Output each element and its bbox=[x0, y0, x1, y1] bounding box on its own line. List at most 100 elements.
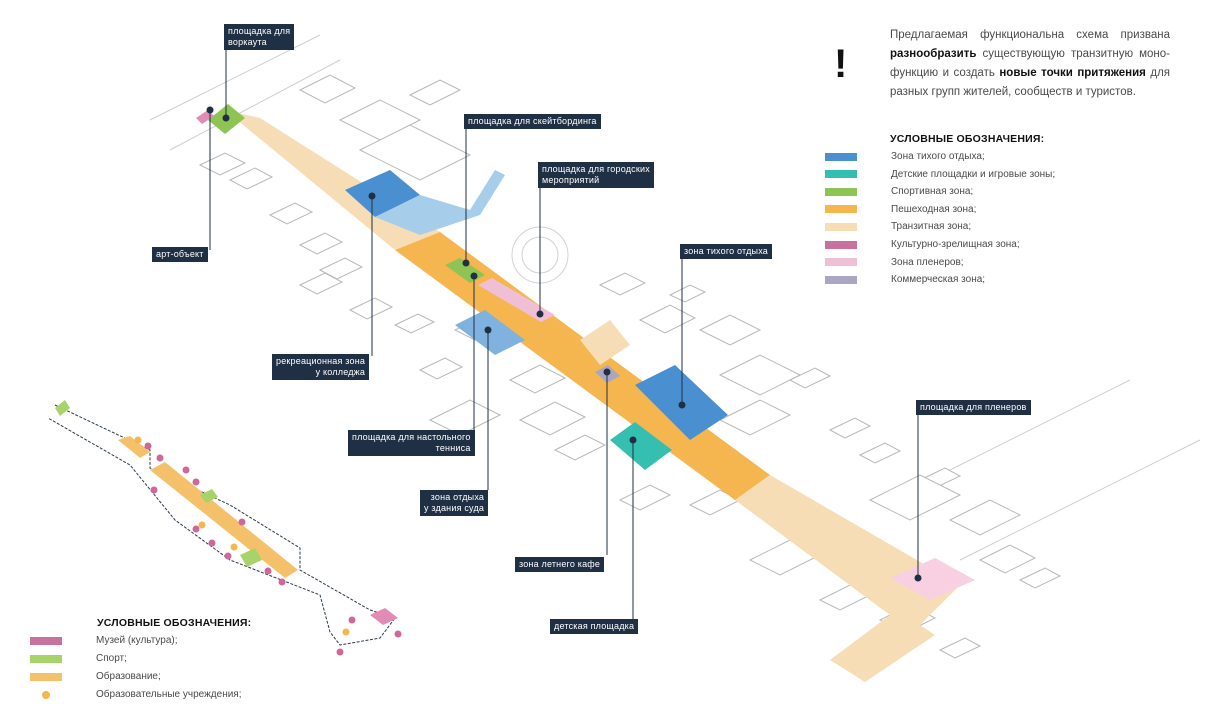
legend-item: Зона тихого отдыха; bbox=[825, 148, 985, 165]
legend-label: Образование; bbox=[96, 671, 161, 682]
legend-swatch bbox=[825, 275, 857, 284]
street-line bbox=[169, 59, 341, 151]
legend-swatch bbox=[30, 636, 62, 645]
building bbox=[668, 284, 707, 303]
legend-item: Спортивная зона; bbox=[825, 183, 973, 200]
plein-zone-south bbox=[890, 558, 975, 600]
legend-label: Образовательные учреждения; bbox=[96, 689, 242, 700]
legend-swatch bbox=[825, 170, 857, 179]
building bbox=[858, 442, 902, 464]
legend-title-zones: УСЛОВНЫЕ ОБОЗНАЧЕНИЯ: bbox=[890, 133, 1045, 145]
building bbox=[298, 272, 344, 295]
legend-item: Коммерческая зона; bbox=[825, 271, 985, 288]
legend-label: Культурно-зрелищная зона; bbox=[891, 239, 1020, 250]
legend-swatch bbox=[825, 240, 857, 249]
building bbox=[1018, 567, 1062, 589]
street-line bbox=[929, 379, 1131, 481]
building bbox=[788, 367, 832, 389]
building bbox=[508, 364, 567, 394]
overview-museum-block bbox=[370, 608, 398, 625]
transit-spur bbox=[580, 320, 630, 365]
building bbox=[518, 401, 587, 436]
main-corridor bbox=[196, 104, 975, 682]
legend-item: Спорт; bbox=[30, 650, 127, 667]
legend-item: Музей (культура); bbox=[30, 632, 178, 649]
overview-museum-dots bbox=[144, 442, 402, 656]
legend-label: Музей (культура); bbox=[96, 635, 178, 646]
kids-zone bbox=[610, 422, 672, 470]
legend-label: Транзитная зона; bbox=[891, 221, 972, 233]
quiet-zone-ribbon bbox=[375, 170, 505, 235]
callout-skateboarding: площадка для скейтбординга bbox=[464, 114, 601, 129]
plein-zone-events bbox=[478, 278, 555, 322]
legend-item: Образовательные учреждения; bbox=[30, 686, 242, 703]
building bbox=[298, 232, 344, 255]
legend-label: Зона тихого отдыха; bbox=[891, 151, 985, 162]
legend-dot bbox=[42, 690, 50, 699]
callout-table-tennis: площадка для настольного тенниса bbox=[348, 430, 475, 456]
callout-playground: детская площадка bbox=[550, 619, 639, 634]
intro-paragraph: Предлагаемая функциональна схема призван… bbox=[890, 29, 1171, 98]
legend-swatch bbox=[30, 654, 62, 663]
callout-recreation-college: рекреационная зона у колледжа bbox=[272, 354, 370, 380]
building bbox=[828, 417, 872, 439]
callout-art-object: арт-объект bbox=[152, 247, 208, 262]
quiet-zone-college bbox=[345, 170, 420, 217]
building bbox=[268, 202, 314, 225]
building bbox=[618, 484, 672, 511]
legend-swatch bbox=[825, 258, 857, 267]
legend-swatch bbox=[825, 187, 857, 196]
building bbox=[598, 272, 647, 296]
transit-zone-south bbox=[735, 475, 960, 682]
building bbox=[938, 637, 982, 659]
legend-swatch bbox=[30, 672, 62, 681]
building bbox=[718, 399, 792, 436]
context-buildings bbox=[149, 34, 1201, 659]
legend-label: Коммерческая зона; bbox=[891, 274, 986, 286]
building bbox=[638, 304, 697, 334]
building bbox=[698, 314, 762, 346]
legend-item: Культурно-зрелищная зона; bbox=[825, 236, 1020, 253]
legend-label: Спортивная зона; bbox=[891, 186, 974, 198]
building bbox=[393, 313, 436, 334]
building bbox=[408, 79, 462, 106]
legend-label: Пешеходная зона; bbox=[891, 203, 977, 215]
leader-lines bbox=[206, 45, 922, 620]
building bbox=[868, 474, 962, 521]
callout-city-events: площадка для городских мероприятий bbox=[538, 162, 654, 188]
overview-sport-block bbox=[55, 400, 70, 416]
building bbox=[228, 167, 274, 190]
legend-swatch bbox=[825, 205, 857, 214]
legend-title-overview: УСЛОВНЫЕ ОБОЗНАЧЕНИЯ: bbox=[97, 617, 252, 629]
building bbox=[298, 74, 357, 104]
callout-quiet-rest: зона тихого отдыха bbox=[680, 244, 773, 259]
legend-item: Зона пленеров; bbox=[825, 254, 964, 271]
legend-label: Детские площадки и игровые зоны; bbox=[891, 168, 1056, 180]
legend-item: Детские площадки и игровые зоны; bbox=[825, 166, 1055, 183]
building bbox=[358, 124, 472, 181]
overview-education-dots bbox=[134, 436, 350, 636]
building bbox=[348, 297, 394, 320]
building bbox=[553, 434, 607, 461]
legend-item: Образование; bbox=[30, 668, 161, 685]
overview-sport-block bbox=[240, 548, 262, 567]
street-line bbox=[959, 439, 1201, 561]
pedestrian-zone bbox=[395, 232, 770, 500]
building bbox=[978, 544, 1037, 574]
callout-summer-cafe: зона летнего кафе bbox=[515, 557, 605, 572]
legend-item: Пешеходная зона; bbox=[825, 201, 976, 218]
overview-route-map bbox=[47, 400, 402, 656]
legend-swatch bbox=[825, 152, 857, 161]
callout-court-rest: зона отдыха у здания суда bbox=[420, 490, 489, 516]
exclamation-mark: ! bbox=[834, 42, 848, 86]
legend-swatch bbox=[825, 222, 857, 231]
overview-education-strip bbox=[150, 462, 298, 578]
overview-sport-block bbox=[200, 489, 218, 503]
building bbox=[198, 152, 247, 176]
legend-label: Зона пленеров; bbox=[891, 256, 964, 268]
building bbox=[948, 499, 1022, 536]
building bbox=[718, 354, 802, 396]
legend-label: Спорт; bbox=[96, 653, 127, 664]
callout-workout: площадка для воркаута bbox=[224, 24, 295, 50]
